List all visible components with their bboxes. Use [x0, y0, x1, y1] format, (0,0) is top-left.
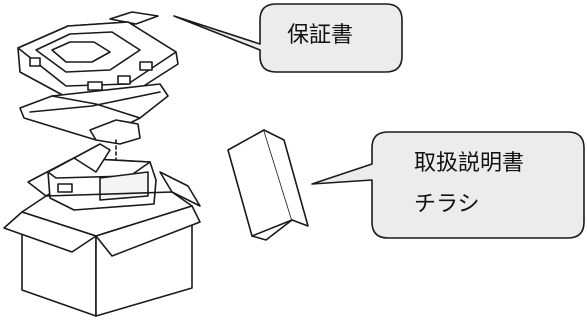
manual-label: 取扱説明書: [414, 151, 525, 176]
callout-warranty: [173, 3, 403, 73]
box: [3, 143, 201, 317]
callout-manual-flyer: [311, 131, 585, 239]
accessory-piece: [89, 119, 141, 145]
plastic-sheet: [19, 83, 169, 141]
warranty-label: 保証書: [287, 23, 354, 48]
foam-tray: [17, 21, 179, 99]
manual-flyer: [227, 129, 309, 241]
flyer-label: チラシ: [414, 192, 480, 217]
